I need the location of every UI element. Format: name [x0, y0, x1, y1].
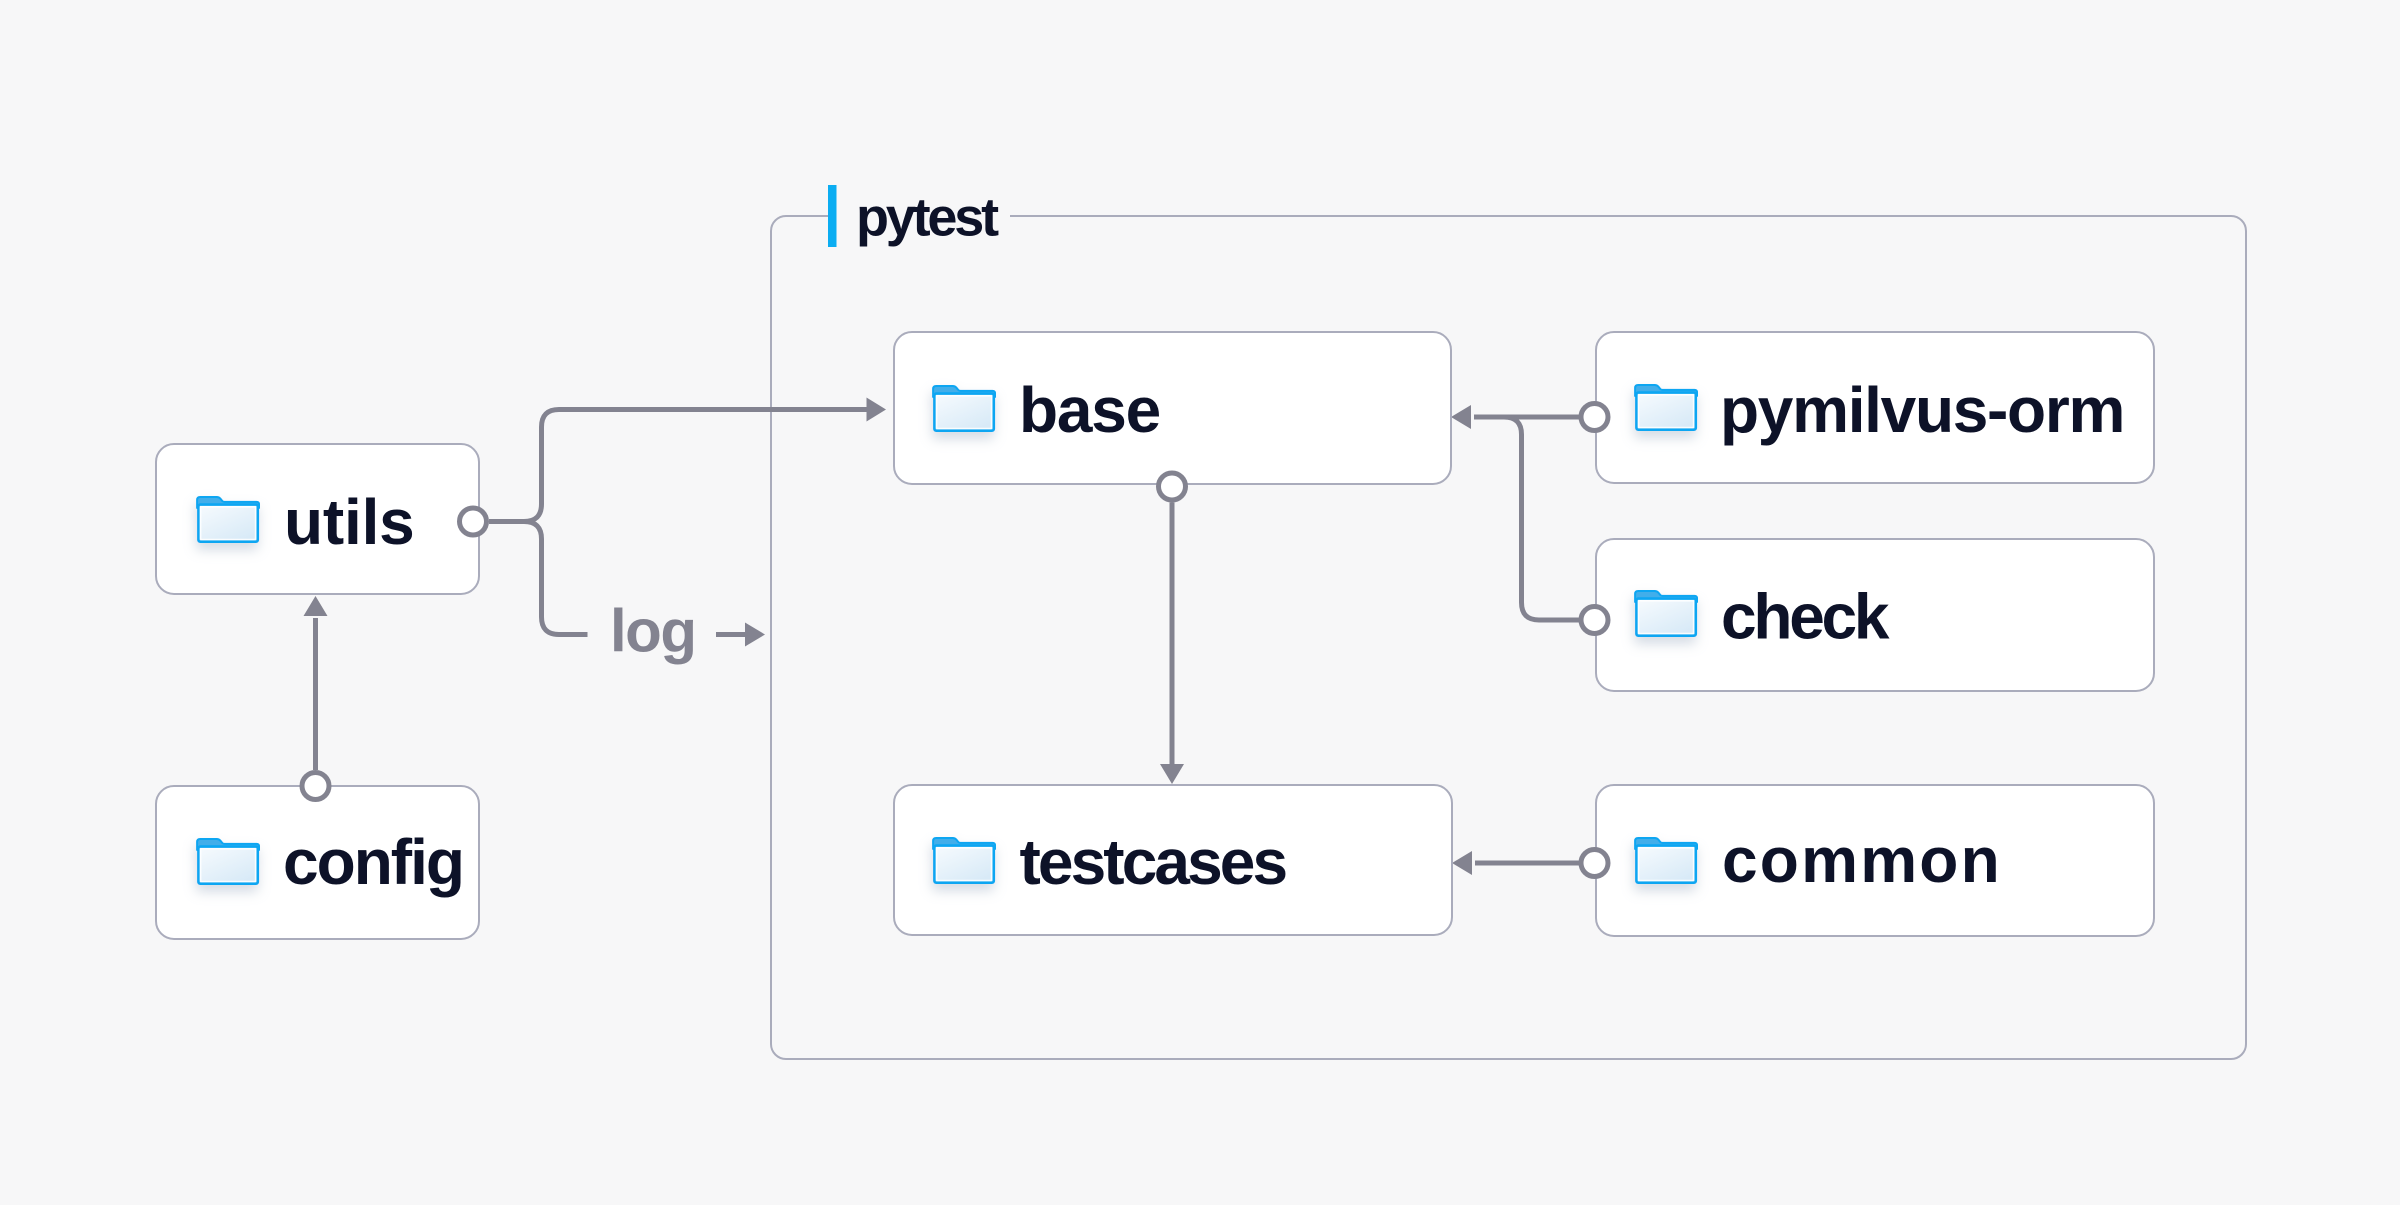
svg-text:common: common: [1722, 824, 2002, 896]
svg-text:check: check: [1721, 580, 1890, 652]
svg-text:testcases: testcases: [1020, 826, 1286, 898]
svg-text:utils: utils: [284, 486, 415, 558]
svg-text:log: log: [610, 597, 695, 664]
svg-text:pytest: pytest: [856, 188, 999, 248]
svg-text:pymilvus-orm: pymilvus-orm: [1720, 374, 2124, 446]
svg-text:base: base: [1019, 374, 1160, 446]
svg-text:config: config: [283, 826, 463, 898]
